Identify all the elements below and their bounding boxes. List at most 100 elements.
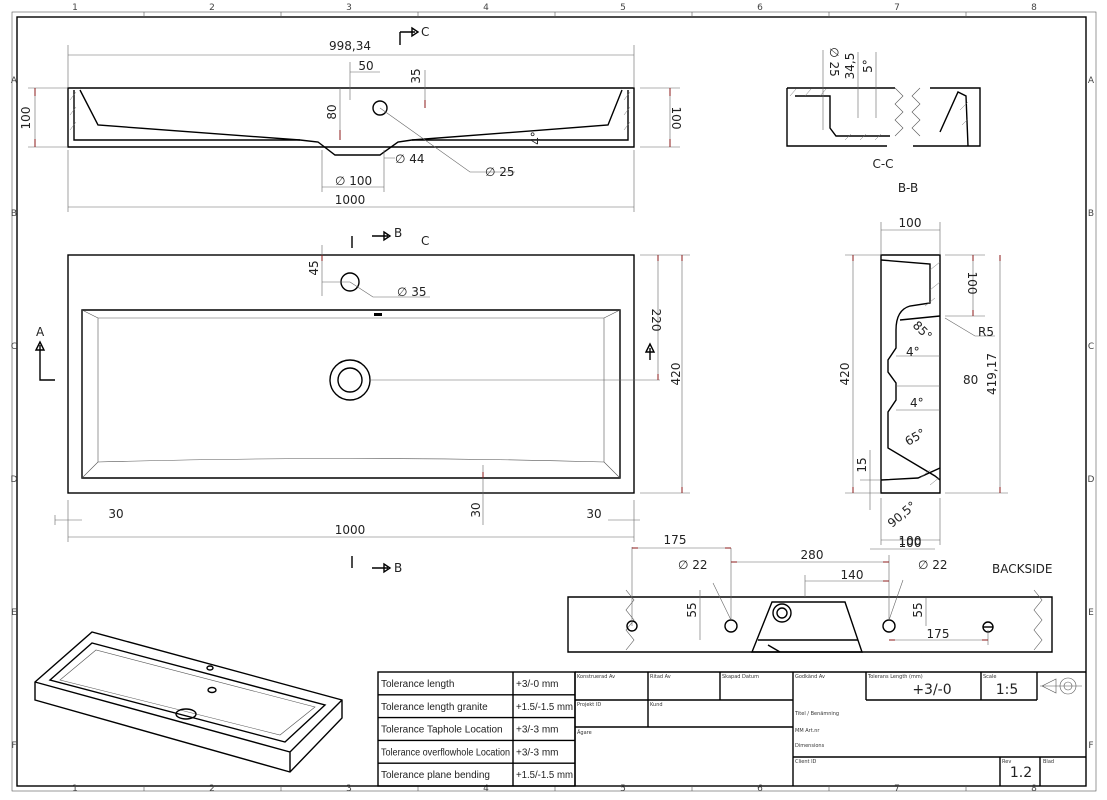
zone-row-label: C — [1088, 342, 1094, 352]
dim-220: 220 — [649, 309, 663, 332]
dim-back-280: 280 — [801, 548, 824, 562]
dim-side-bottom-100: 100 — [899, 536, 922, 550]
zone-row-label: C — [11, 342, 17, 352]
client-label: Client ID — [795, 759, 817, 765]
section-b-top-label: B — [394, 226, 402, 240]
title-block: Konstruerad Av Ritad Av Skapad Datum God… — [574, 671, 1086, 786]
zone-column-label: 8 — [1031, 784, 1037, 794]
dim-back-175-top: 175 — [664, 533, 687, 547]
artnr-label: MM Art.nr — [795, 728, 820, 734]
zone-column-label: 5 — [620, 3, 626, 13]
dim-dia35: ∅ 35 — [397, 285, 427, 299]
dim-45: 45 — [307, 260, 321, 275]
zone-column-label: 3 — [346, 3, 352, 13]
backside-title: BACKSIDE — [992, 562, 1052, 576]
dim-side-100: 100 — [965, 272, 979, 295]
rev-label: Rev — [1002, 759, 1011, 765]
tolerance-value: +3/-0 mm — [516, 679, 559, 690]
dim-angle-4-bottom: 4° — [910, 396, 924, 410]
zone-column-label: 3 — [346, 784, 352, 794]
kund-label: Kund — [650, 702, 663, 708]
zone-column-label: 1 — [72, 784, 78, 794]
ritad-label: Ritad Av — [650, 674, 671, 680]
plan-view: B C B A 45 ∅ 35 220 420 30 30 30 1000 — [34, 226, 690, 575]
dim-dia100: ∅ 100 — [335, 174, 372, 188]
zone-column-label: 4 — [483, 784, 489, 794]
projection-symbol-icon — [1040, 677, 1082, 695]
isometric-view — [34, 631, 343, 773]
dim-back-55-left: 55 — [685, 602, 699, 617]
dim-overall-bottom: 1000 — [335, 193, 366, 207]
dim-80: 80 — [325, 104, 339, 119]
section-c-label: C — [421, 234, 429, 248]
zone-row-label: E — [1088, 608, 1094, 618]
dim-back-175-bottom: 175 — [927, 627, 950, 641]
dim-419-17: 419,17 — [985, 353, 999, 395]
front-section-view: 998,34 C 1000 100 100 50 35 80 ∅ 44 ∅ 10… — [19, 25, 683, 212]
dim-side-15: 15 — [855, 457, 869, 472]
tolerance-value: +1.5/-1.5 mm — [516, 702, 573, 713]
dim-side-80: 80 — [963, 373, 978, 387]
dim-overall-top: 998,34 — [329, 39, 371, 53]
dim-30-left: 30 — [108, 507, 123, 521]
tolerance-label: Tolerance overflowhole Location — [381, 747, 510, 758]
zone-row-label: A — [11, 76, 18, 86]
dim-angle-90-5: 90,5° — [885, 499, 919, 531]
section-b-bottom-label: B — [394, 561, 402, 575]
dim-back-100: 100 — [899, 534, 922, 548]
zone-column-label: 6 — [757, 3, 763, 13]
zone-row-label: D — [11, 475, 18, 485]
tolerance-value: +3/-3 mm — [516, 725, 559, 736]
dim-side-top-100: 100 — [899, 216, 922, 230]
label-b-b: B-B — [898, 181, 918, 195]
inner-frame — [16, 16, 1087, 787]
scale-value: 1:5 — [996, 682, 1019, 698]
dim-cc-34-5: 34,5 — [843, 53, 857, 80]
zone-column-label: 2 — [209, 784, 215, 794]
dim-back-dia22-left: ∅ 22 — [678, 558, 708, 572]
zone-column-label: 5 — [620, 784, 626, 794]
tolerance-label: Tolerance length granite — [381, 702, 488, 713]
side-section-view: 100 420 100 R5 85° 4° 80 419,17 4° 65° 1… — [838, 216, 1008, 550]
dim-cc-dia25: ∅ 25 — [827, 47, 841, 77]
dim-dia25: ∅ 25 — [485, 165, 515, 179]
dim-30-middle: 30 — [469, 502, 483, 517]
dim-angle-4: 4° — [529, 131, 543, 145]
zone-row-label: B — [1088, 209, 1094, 219]
rev-value: 1.2 — [1010, 765, 1032, 781]
scale-label: Scale — [983, 674, 996, 680]
dim-cc-5deg: 5° — [861, 59, 875, 73]
dim-back-dia22-right: ∅ 22 — [918, 558, 948, 572]
dim-back-140: 140 — [841, 568, 864, 582]
section-a-label: A — [36, 325, 45, 339]
zone-column-label: 1 — [72, 3, 78, 13]
zone-column-label: 6 — [757, 784, 763, 794]
dim-angle-85: 85° — [910, 318, 935, 343]
tolerance-value: +1.5/-1.5 mm — [516, 770, 573, 781]
zone-row-label: D — [1088, 475, 1095, 485]
dimensions-label: Dimensions — [795, 743, 825, 749]
zone-row-label: B — [11, 209, 17, 219]
tolerance-label: Tolerance Taphole Location — [381, 725, 503, 736]
dim-r5: R5 — [978, 325, 994, 339]
blad-label: Blad — [1043, 759, 1054, 765]
dim-angle-4-top: 4° — [906, 345, 920, 359]
zone-column-label: 4 — [483, 3, 489, 13]
konstruerad-label: Konstruerad Av — [577, 674, 615, 680]
tolerans-label: Tolerans Length (mm) — [867, 674, 923, 680]
zone-column-label: 2 — [209, 3, 215, 13]
dim-30-right: 30 — [586, 507, 601, 521]
dim-50: 50 — [358, 59, 373, 73]
zone-row-label: E — [11, 608, 17, 618]
dim-dia44: ∅ 44 — [395, 152, 425, 166]
dim-back-55-right: 55 — [911, 602, 925, 617]
zone-column-label: 7 — [894, 3, 900, 13]
skapad-label: Skapad Datum — [722, 674, 759, 680]
tolerance-value: +3/-3 mm — [516, 747, 559, 758]
dim-height-left: 100 — [19, 107, 33, 130]
section-cc-view: ∅ 25 34,5 5° C-C B-B — [786, 47, 981, 195]
zone-row-label: F — [11, 741, 16, 751]
zone-column-label: 7 — [894, 784, 900, 794]
titel-label: Titel / Benämning — [794, 711, 839, 717]
